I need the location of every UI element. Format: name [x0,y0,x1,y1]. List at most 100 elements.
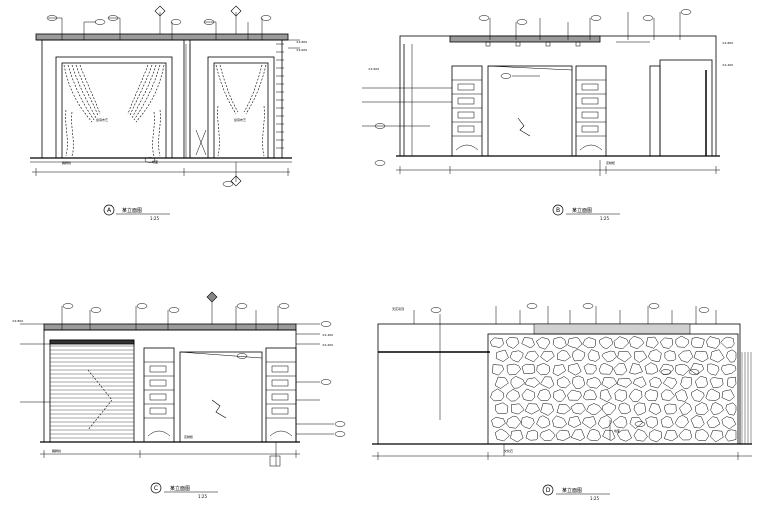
view-marker-d [542,484,554,496]
stone-cell [721,363,737,375]
stone-cell [524,403,541,415]
stone-cell [710,430,724,443]
stone-cell [494,376,509,389]
stone-cell [567,415,582,428]
stone-cell [521,388,536,402]
stone-cell [540,403,554,416]
stone-cell [648,403,662,415]
svg-text:窗帘布艺: 窗帘布艺 [96,117,108,122]
stone-cell [552,415,568,429]
stone-cell [572,375,586,390]
stone-cell [599,388,612,403]
stone-cell [555,429,571,441]
stone-cell [677,350,694,363]
stone-cell [586,377,602,389]
stone-cell [599,336,613,349]
stone-cell [694,429,710,441]
stone-cell [721,389,735,402]
stone-cell [690,415,705,429]
view-scale-a: 1:25 [150,216,159,221]
stone-cell [660,416,674,428]
stone-cell [570,403,586,415]
stone-cell [490,388,505,402]
stone-cell [694,375,708,389]
stone-cell [524,377,541,388]
stone-cell [721,416,737,430]
view-scale-d: 1:25 [590,496,599,501]
stone-cell [617,351,632,363]
stone-cell [613,336,629,349]
svg-text:±2.800: ±2.800 [12,319,23,323]
svg-text:±2.600: ±2.600 [296,48,307,52]
stone-cell [536,363,550,376]
stone-cell [540,376,555,389]
stone-cell [510,430,524,443]
stone-cell [659,337,673,349]
stone-cell [601,350,617,363]
stone-cell [495,349,509,362]
stone-cell [706,416,721,428]
stone-cell [524,350,540,363]
stone-cell [629,363,643,375]
svg-text:踢脚线: 踢脚线 [62,160,71,165]
stone-cell [598,362,613,375]
stone-cell [567,337,583,349]
stone-cell [645,336,659,349]
stone-cell [725,402,737,416]
svg-text:±2.800: ±2.800 [722,41,733,45]
svg-text:地面: 地面 [614,428,620,433]
stone-cell [695,402,709,416]
stone-cell [709,377,724,389]
stone-cell [491,417,506,429]
elevation-view-d: 天花吊顶 文化石 地面 [372,303,752,460]
stone-cell [510,376,525,389]
stone-cell [557,376,571,389]
stone-cell [629,417,643,429]
stone-cell [567,389,582,401]
view-marker-a [103,204,115,216]
stone-cell [536,415,551,429]
view-id-d: D [546,487,551,494]
stone-cell [689,363,705,376]
svg-text:窗帘布艺: 窗帘布艺 [234,117,246,122]
stone-cell [629,335,645,350]
view-title-a: 某立面图 [122,207,142,214]
stone-cell [726,349,737,363]
stone-cell [616,429,632,442]
svg-text:±2.200: ±2.200 [322,343,333,347]
stone-cell [556,404,571,415]
svg-text:天花吊顶: 天花吊顶 [392,306,404,311]
stone-cell [612,415,628,429]
stone-cell [644,389,658,402]
stone-cell [628,388,643,402]
stone-cell [552,336,567,349]
view-marker-c [150,482,162,494]
view-marker-b [552,204,564,216]
stone-cell [556,349,571,362]
stone-cell [693,350,709,363]
view-id-a: A [107,207,112,214]
stone-cell [662,377,678,390]
svg-text:定制柜: 定制柜 [606,160,615,165]
stone-cell [506,415,522,429]
stone-cell [679,402,693,415]
stone-cell [634,350,648,363]
stone-cell [706,336,721,349]
stone-cell [535,337,551,350]
svg-text:地面: 地面 [152,159,158,164]
stone-cell [539,429,556,442]
stone-cell [583,363,597,375]
svg-text:踢脚线: 踢脚线 [52,448,61,453]
svg-text:定制柜: 定制柜 [184,434,193,439]
stone-cell [505,337,520,349]
stone-cell [691,389,705,402]
stone-cell [506,363,522,376]
stone-cell [616,378,633,388]
stone-cell [644,362,659,375]
stone-cell [586,429,602,442]
svg-text:±2.400: ±2.400 [722,63,733,67]
stone-cell [583,389,597,401]
svg-text:文化石: 文化石 [504,448,513,453]
stone-cell [494,428,510,442]
